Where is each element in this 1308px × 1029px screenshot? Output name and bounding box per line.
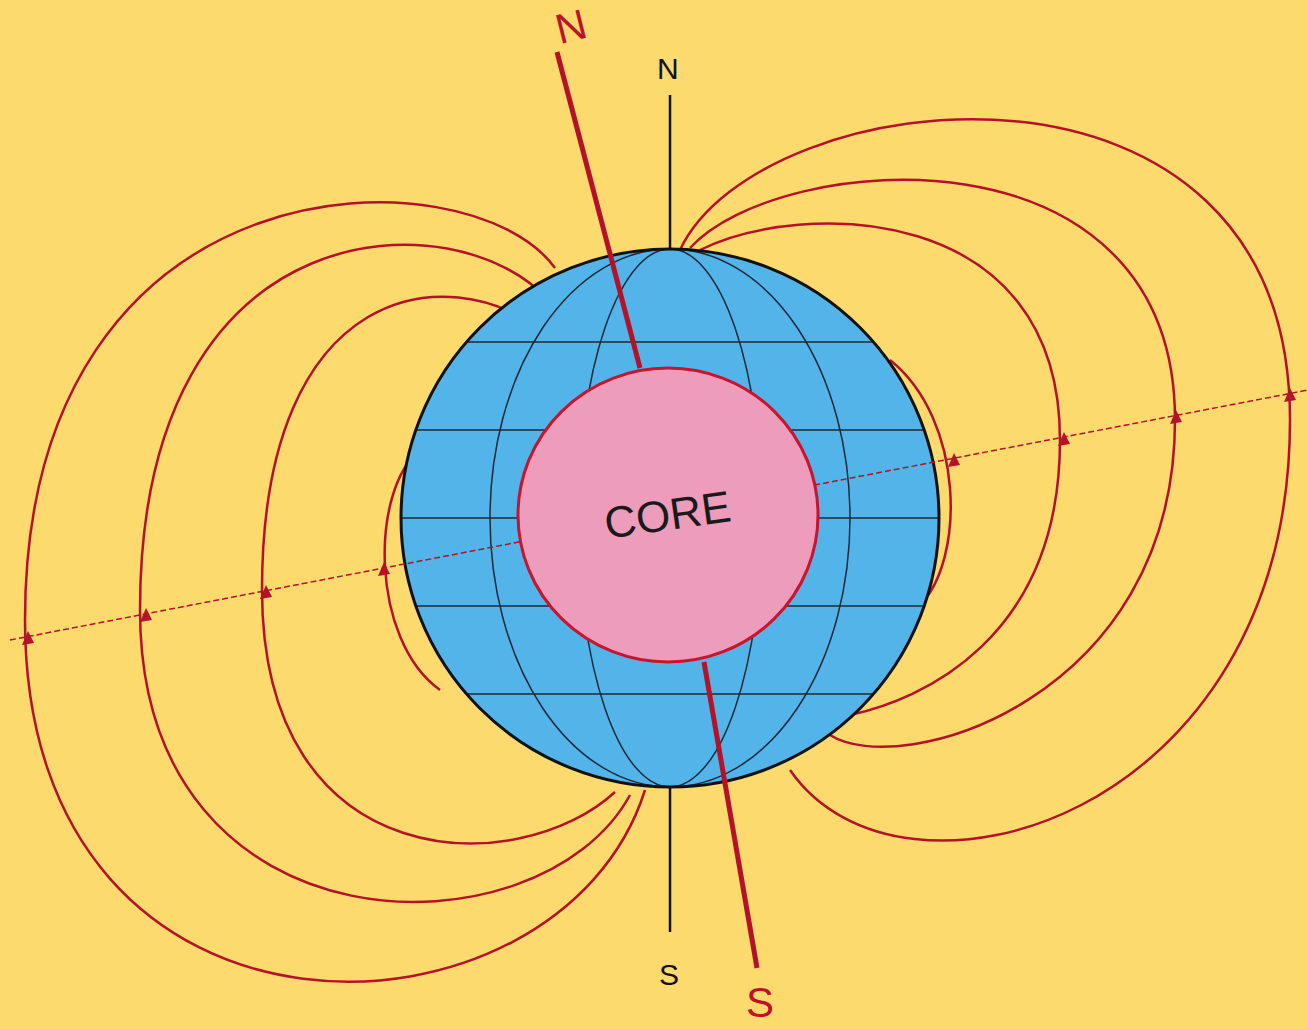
field-lines [25, 119, 1290, 981]
geographic-south-label: S [659, 960, 679, 990]
geographic-north-label: N [657, 54, 679, 84]
core-text: CORE [602, 481, 735, 548]
magnetic-north-label: N [551, 3, 591, 51]
earth [380, 249, 960, 787]
magnetic-south-label: S [746, 982, 774, 1024]
core-circle: CORE [516, 366, 820, 664]
